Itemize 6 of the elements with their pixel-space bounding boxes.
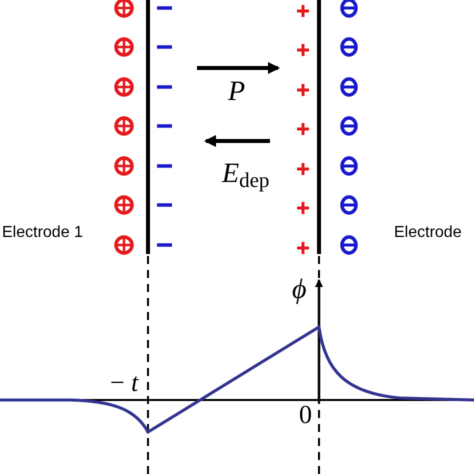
electrode-label: Electrode 1	[2, 225, 83, 241]
electrode-label: Electrode	[394, 225, 462, 241]
axis-label: ϕ	[292, 276, 306, 304]
origin-label: 0	[299, 402, 312, 428]
polarization-label: P	[228, 78, 246, 106]
position-label: − t	[110, 370, 138, 396]
